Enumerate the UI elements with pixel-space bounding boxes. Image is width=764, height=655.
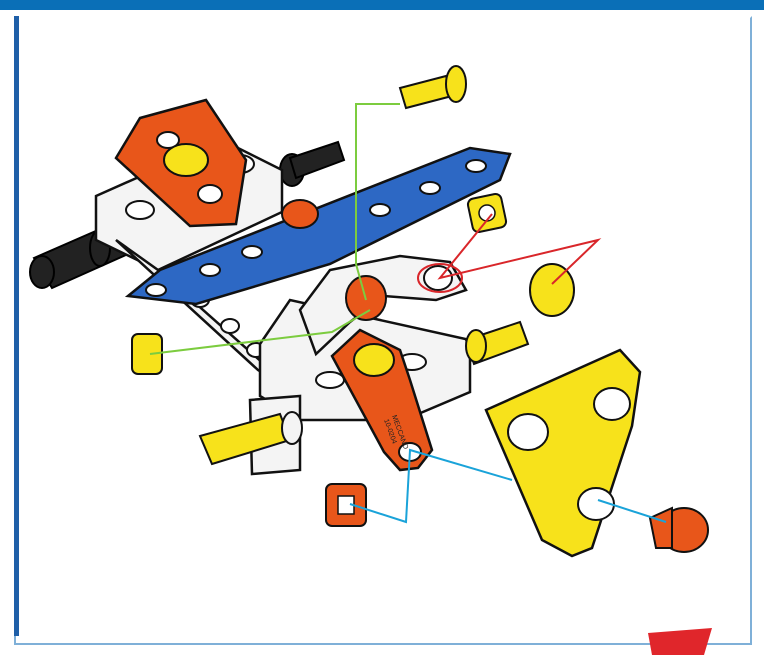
red-triangle-icon (648, 628, 712, 655)
frame-left-rule (14, 16, 19, 636)
orange-strip-top (114, 98, 248, 228)
yellow-axles (198, 320, 530, 466)
yellow-square-nut-right (466, 192, 508, 234)
orange-brace: MECCANO 10-0204 (330, 328, 434, 472)
orange-bolt (648, 506, 709, 553)
yellow-square-nut-left (131, 333, 163, 375)
top-border (0, 0, 764, 10)
leader-lines-red (417, 213, 602, 293)
blue-strip (124, 146, 512, 306)
leader-lines-cyan (349, 448, 667, 524)
yellow-pin-top (398, 65, 467, 110)
left-border (0, 10, 4, 655)
leader-lines-green (149, 103, 400, 355)
orange-square-nut (325, 483, 367, 527)
yellow-triangle-plate (484, 348, 642, 558)
yellow-cap (529, 263, 575, 317)
